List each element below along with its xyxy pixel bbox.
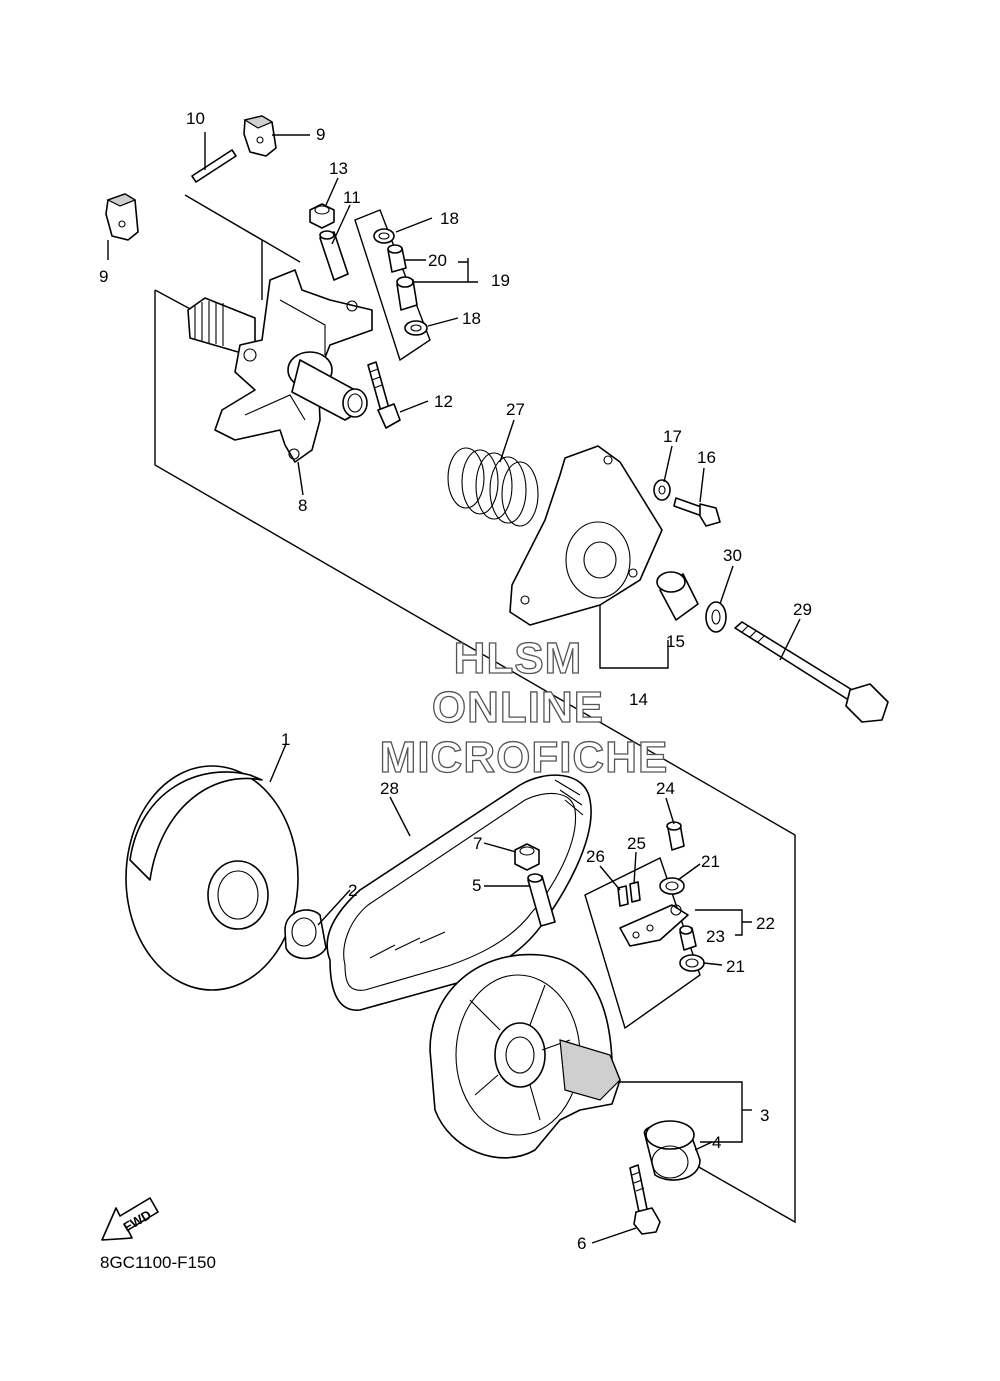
pin: [191, 149, 237, 183]
washer-18-upper: [373, 228, 395, 244]
callout-8: 8: [298, 496, 307, 515]
bracket-22: [619, 904, 689, 947]
callout-17: 17: [663, 427, 682, 446]
sheave-3: [429, 953, 621, 1159]
callout-21-lower: 21: [726, 957, 745, 976]
callout-9-upper: 9: [316, 125, 325, 144]
callout-3: 3: [760, 1106, 769, 1125]
callout-4: 4: [712, 1133, 721, 1152]
bushing-4: [643, 1120, 701, 1181]
washer-21-upper: [659, 877, 685, 895]
callout-15: 15: [666, 632, 685, 651]
callout-numbers: 10 9 9 13 11 18 20 19 18 12 27 8 17 16 3…: [99, 109, 812, 1253]
callout-18-upper: 18: [440, 209, 459, 228]
assembly-frame-lines: [154, 194, 796, 1224]
callout-25: 25: [627, 834, 646, 853]
diagram-code: 8GC1100-F150: [100, 1253, 216, 1272]
slider-upper: [243, 115, 277, 157]
bolt-29: [734, 621, 889, 723]
collar-23: [679, 925, 697, 951]
fwd-arrow-icon: FWD: [101, 1197, 159, 1241]
bushing-2: [284, 909, 327, 960]
spider-hub: [187, 269, 373, 463]
sheave-1: [125, 765, 299, 991]
collar-5: [527, 873, 556, 927]
bushing-15: [656, 571, 699, 621]
callout-2: 2: [348, 881, 357, 900]
callout-5: 5: [472, 876, 481, 895]
washer-18-lower: [404, 320, 428, 336]
callout-30: 30: [723, 546, 742, 565]
callout-29: 29: [793, 600, 812, 619]
callout-9-lower: 9: [99, 267, 108, 286]
collar-11: [319, 230, 349, 281]
callout-11: 11: [343, 188, 361, 207]
washer-21-lower: [679, 954, 705, 972]
callout-21-upper: 21: [701, 852, 720, 871]
washer-17: [653, 479, 671, 501]
callout-28: 28: [380, 779, 399, 798]
slider-lower: [105, 193, 139, 241]
watermark-line-2: ONLINE: [432, 683, 604, 732]
callout-10: 10: [186, 109, 205, 128]
callout-27: 27: [506, 400, 525, 419]
callout-12: 12: [434, 392, 453, 411]
leader-lines: [107, 132, 801, 1244]
bolt-16: [673, 497, 721, 527]
callout-26: 26: [586, 847, 605, 866]
callout-7: 7: [473, 834, 482, 853]
screw-25-26: [617, 881, 641, 907]
belt-28: [326, 774, 592, 1011]
callout-16: 16: [697, 448, 716, 467]
callout-18-lower: 18: [462, 309, 481, 328]
callout-1: 1: [281, 730, 290, 749]
callout-14: 14: [629, 690, 648, 709]
callout-6: 6: [577, 1234, 586, 1253]
nut-7: [514, 843, 540, 871]
bolt-6: [629, 1164, 661, 1235]
callout-23: 23: [706, 927, 725, 946]
nut-13: [309, 203, 335, 229]
watermark-line-1: HLSM: [454, 634, 583, 683]
callout-22: 22: [756, 914, 775, 933]
washer-30: [705, 601, 727, 633]
bolt-24: [666, 821, 685, 851]
bolt-12: [367, 361, 401, 429]
callout-20: 20: [428, 251, 447, 270]
watermark: HLSM ONLINE MICROFICHE: [379, 633, 669, 782]
spring-27: [447, 447, 539, 527]
watermark-line-3: MICROFICHE: [380, 733, 669, 782]
callout-24: 24: [656, 779, 675, 798]
cover-14: [509, 445, 663, 626]
callout-13: 13: [329, 159, 348, 178]
bushing-20-a: [387, 244, 407, 273]
bushing-20-b: [396, 276, 418, 311]
callout-19: 19: [491, 271, 510, 290]
